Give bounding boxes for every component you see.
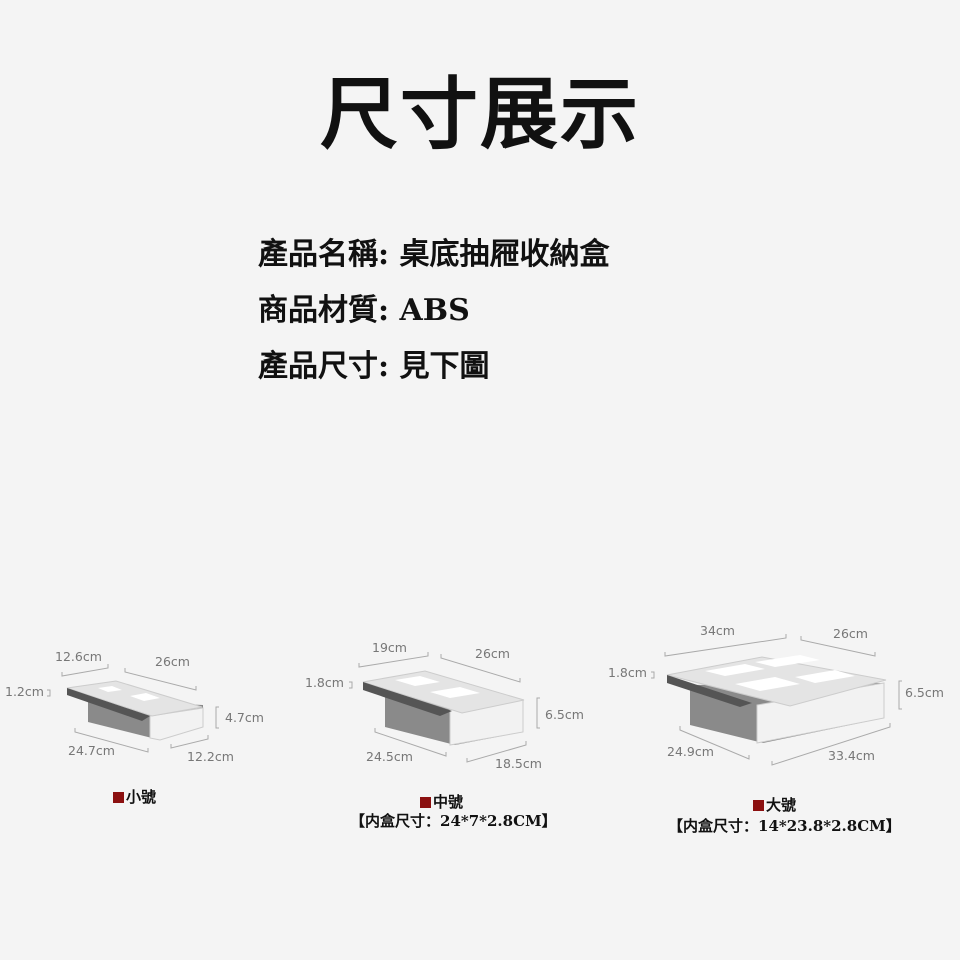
dim-small-lid: 1.2cm: [5, 684, 44, 699]
dim-medium-lid: 1.8cm: [305, 675, 344, 690]
red-square-icon: [420, 797, 431, 808]
dimension-lines: [47, 634, 902, 766]
dim-medium-top-right: 26cm: [475, 646, 510, 661]
product-material: 商品材質: ABS: [258, 293, 470, 328]
dim-large-top-left: 34cm: [700, 623, 735, 638]
size-label-medium: 中號: [420, 791, 463, 812]
drawer-large-image: [666, 655, 887, 744]
product-name: 產品名稱: 桌底抽屜收納盒: [258, 237, 610, 272]
dim-large-top-right: 26cm: [833, 626, 868, 641]
dim-large-height: 6.5cm: [905, 685, 944, 700]
page-title: 尺寸展示: [319, 69, 640, 160]
dim-small-top-right: 26cm: [155, 654, 190, 669]
inner-size-large: 【内盒尺寸：14*23.8*2.8CM】: [668, 817, 901, 835]
inner-size-medium: 【内盒尺寸：24*7*2.8CM】: [350, 812, 557, 830]
red-square-icon: [113, 792, 124, 803]
product-size: 產品尺寸: 見下圖: [258, 349, 490, 384]
drawer-small-image: [66, 680, 204, 741]
size-label-small: 小號: [113, 786, 156, 807]
red-square-icon: [753, 800, 764, 811]
dim-medium-bottom-right: 18.5cm: [495, 756, 542, 771]
dim-medium-bottom-left: 24.5cm: [366, 749, 413, 764]
dim-small-top-left: 12.6cm: [55, 649, 102, 664]
dim-medium-height: 6.5cm: [545, 707, 584, 722]
drawer-medium-image: [362, 670, 525, 746]
dim-small-height: 4.7cm: [225, 710, 264, 725]
dim-large-bottom-right: 33.4cm: [828, 748, 875, 763]
dim-medium-top-left: 19cm: [372, 640, 407, 655]
dim-small-bottom-right: 12.2cm: [187, 749, 234, 764]
dim-large-lid: 1.8cm: [608, 665, 647, 680]
dim-small-bottom-left: 24.7cm: [68, 743, 115, 758]
size-label-large: 大號: [753, 794, 796, 815]
dim-large-bottom-left: 24.9cm: [667, 744, 714, 759]
